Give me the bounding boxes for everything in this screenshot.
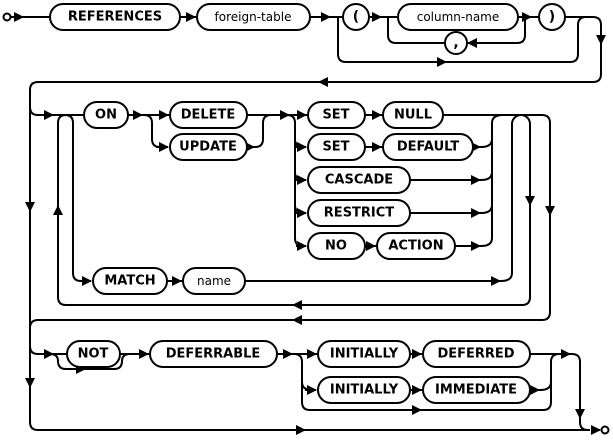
deferred-label: DEFERRED (437, 347, 514, 362)
open-paren-label: ( (353, 9, 359, 25)
rail-left-spine (29, 90, 522, 431)
cascade-node (307, 166, 411, 194)
foreign-table-node (196, 3, 311, 31)
column-name-node (397, 3, 519, 31)
default-node (382, 133, 474, 161)
open-paren-node (342, 3, 370, 31)
no-node (307, 232, 366, 260)
name-node (182, 267, 246, 295)
no-label: NO (325, 239, 347, 254)
action-label: ACTION (388, 239, 443, 254)
cascade-label: CASCADE (325, 173, 393, 188)
column-name-label: column-name (417, 10, 500, 24)
end-terminal (600, 425, 610, 435)
initially-1-node (317, 340, 411, 368)
null-node (382, 101, 444, 129)
deferrable-label: DEFERRABLE (166, 347, 261, 362)
close-paren-node (538, 3, 566, 31)
on-node (83, 101, 129, 129)
immediate-label: IMMEDIATE (435, 383, 517, 398)
deferrable-node (149, 340, 278, 368)
restrict-label: RESTRICT (324, 206, 395, 221)
set-2-node (307, 133, 366, 161)
null-label: NULL (394, 108, 432, 123)
update-label: UPDATE (179, 140, 237, 155)
initially-2-node (317, 376, 411, 404)
references-label: REFERENCES (68, 10, 162, 25)
set-1-node (307, 101, 366, 129)
delete-label: DELETE (181, 108, 236, 123)
initially-1-label: INITIALLY (330, 347, 399, 362)
arrowheads (11, 12, 606, 435)
default-label: DEFAULT (397, 140, 459, 155)
not-label: NOT (78, 347, 109, 362)
set-1-label: SET (322, 108, 349, 123)
match-node (92, 267, 168, 295)
not-node (66, 340, 121, 368)
close-paren-label: ) (549, 9, 555, 25)
restrict-node (307, 199, 411, 227)
nodes: REFERENCES foreign-table ( column-name ,… (49, 3, 566, 404)
delete-node (169, 101, 248, 129)
start-terminal (2, 12, 12, 22)
match-label: MATCH (104, 274, 155, 289)
initially-2-label: INITIALLY (330, 383, 399, 398)
deferred-node (422, 340, 531, 368)
comma-node (444, 31, 468, 55)
name-label: name (197, 274, 231, 288)
set-2-label: SET (322, 140, 349, 155)
comma-label: , (453, 35, 458, 51)
references-node (49, 3, 181, 31)
immediate-node (422, 376, 531, 404)
on-label: ON (95, 108, 117, 123)
update-node (169, 133, 248, 161)
foreign-table-label: foreign-table (215, 10, 292, 24)
action-node (376, 232, 456, 260)
